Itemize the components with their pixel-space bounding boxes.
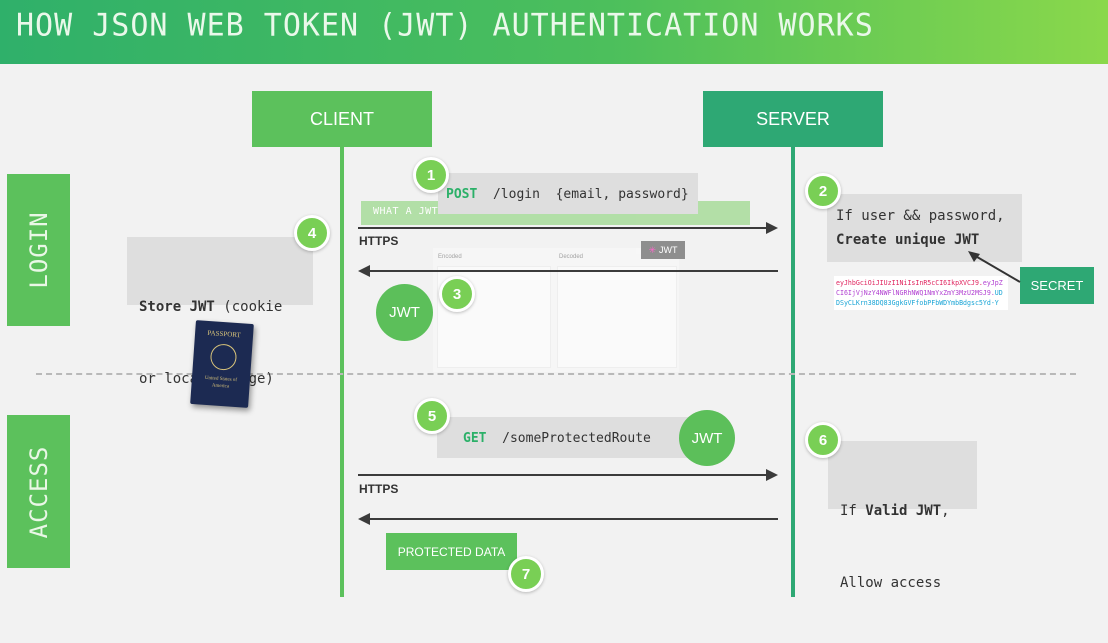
jwt-badge-request-label: JWT [691, 429, 723, 447]
step-2-marker: 2 [805, 173, 841, 209]
step6-prefix: If [840, 503, 866, 519]
step-4-marker: 4 [294, 215, 330, 251]
passport-country: United States of America [204, 375, 238, 390]
passport-icon: PASSPORT United States of America [190, 320, 254, 408]
login-response-arrow [370, 270, 778, 272]
jwt-example-panel: Encoded Decoded [433, 248, 679, 372]
access-request-arrow [358, 474, 766, 476]
client-actor: CLIENT [252, 91, 432, 147]
step-3-marker: 3 [439, 276, 475, 312]
jwt-badge-request: JWT [679, 410, 735, 466]
secret-label: SECRET [1030, 278, 1084, 293]
server-actor: SERVER [703, 91, 883, 147]
protected-data-badge: PROTECTED DATA [386, 533, 517, 570]
token-signature: UDDSyCLKrn38DQ83GgkGVFfobPFbWDYmbBdgsc5Y… [836, 289, 1003, 307]
jwt-badge-label: JWT [389, 304, 420, 321]
step2-server-box: If user && password, Create unique JWT [827, 194, 1022, 262]
token-header: eyJhbGciOiJIUzI1NiIsInR5cCI6IkpXVCJ9. [836, 279, 983, 287]
step1-body: {email, password} [555, 187, 689, 202]
jwt-encoded-label: Encoded [438, 254, 462, 260]
step5-method: GET [463, 431, 487, 446]
step4-cookie: (cookie [214, 299, 283, 315]
login-request-arrow [358, 227, 766, 229]
https-label-login: HTTPS [359, 234, 399, 248]
step4-store-jwt: Store JWT [139, 299, 215, 315]
step1-route: /login [492, 187, 540, 202]
secret-arrow [968, 251, 1021, 283]
jwt-badge-response: JWT [376, 284, 433, 341]
login-request-arrowhead [766, 222, 778, 234]
token-payload: eyJpZCI6IjVjNzY4NWFlNGRhNWQ1NmYxZmY3MzU2… [836, 279, 1003, 297]
passport-title: PASSPORT [207, 328, 242, 340]
section-access-label: ACCESS [24, 445, 53, 538]
client-label: CLIENT [309, 108, 374, 129]
step4-store-box: Store JWT (cookie or localStorage) [127, 237, 313, 387]
step6-server-box: If Valid JWT, Allow access [828, 441, 977, 591]
step1-method: POST [446, 187, 478, 202]
step-1-marker: 1 [413, 157, 449, 193]
step2-line1: If user && password, [836, 208, 1005, 224]
section-access: ACCESS [7, 415, 70, 568]
access-request-arrowhead [766, 469, 778, 481]
step6-line2: Allow access [840, 575, 942, 591]
step2-line2: Create unique JWT [836, 232, 980, 248]
passport-seal-icon [209, 343, 238, 371]
step6-valid-jwt: Valid JWT [865, 503, 942, 519]
step5-request-box: GET /someProtectedRoute [437, 417, 713, 458]
step1-request-box: POST /login {email, password} [438, 173, 698, 214]
section-divider [36, 373, 1076, 375]
jwt-token-example: eyJhbGciOiJIUzI1NiIsInR5cCI6IkpXVCJ9.eyJ… [834, 276, 1008, 310]
step-5-marker: 5 [414, 398, 450, 434]
step-7-marker: 7 [508, 556, 544, 592]
jwt-decoded-area [557, 266, 677, 368]
jwt-decoded-label: Decoded [559, 254, 584, 260]
access-response-arrowhead [358, 513, 370, 525]
header-banner: HOW JSON WEB TOKEN (JWT) AUTHENTICATION … [0, 0, 1108, 64]
protected-data-label: PROTECTED DATA [397, 544, 506, 559]
section-login-label: LOGIN [24, 211, 53, 289]
step5-route: /someProtectedRoute [502, 431, 651, 446]
access-response-arrow [370, 518, 778, 520]
https-label-access: HTTPS [359, 482, 399, 496]
server-label: SERVER [756, 108, 830, 129]
step-6-marker: 6 [805, 422, 841, 458]
login-response-arrowhead [358, 265, 370, 277]
section-login: LOGIN [7, 174, 70, 326]
server-lifeline [791, 147, 795, 597]
client-lifeline [340, 147, 344, 597]
secret-badge: SECRET [1020, 267, 1094, 304]
jwt-logo-icon: ✳JWT [641, 241, 685, 259]
step6-suffix: , [941, 503, 950, 519]
page-title: HOW JSON WEB TOKEN (JWT) AUTHENTICATION … [16, 7, 874, 44]
jwt-logo-text: JWT [659, 245, 678, 255]
